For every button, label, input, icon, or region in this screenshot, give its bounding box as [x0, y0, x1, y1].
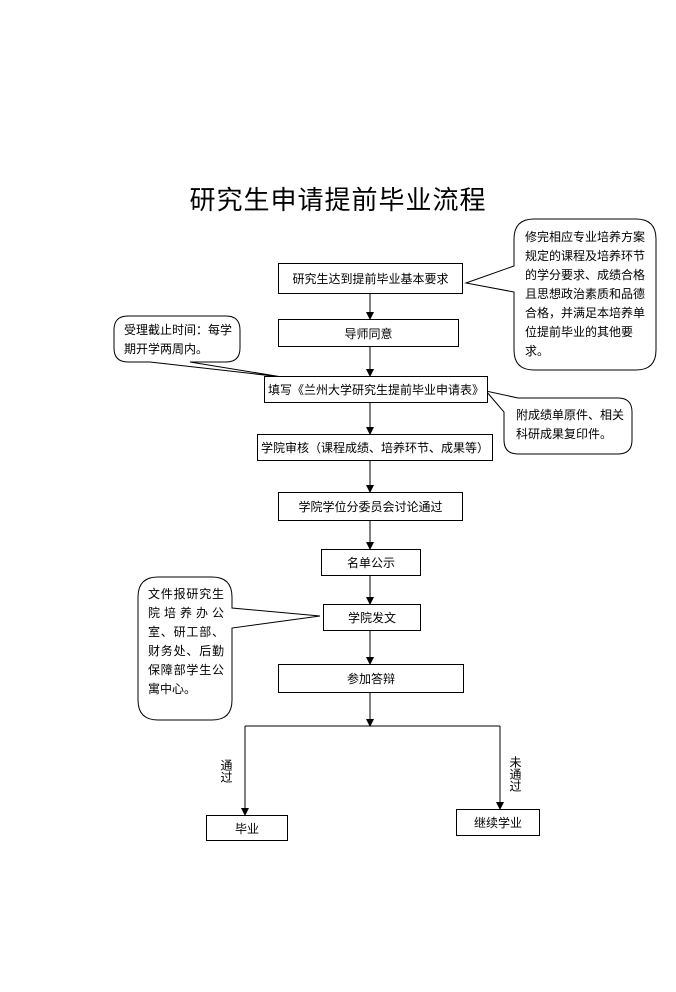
callout-reporting — [137, 576, 321, 721]
branch-label-pass: 通过 — [219, 759, 233, 783]
branch-label-fail: 未通过 — [508, 756, 522, 792]
step-continue-study: 继续学业 — [456, 809, 540, 836]
step-defense: 参加答辩 — [278, 664, 464, 693]
callout-attachments — [484, 390, 633, 455]
callout-requirements — [464, 218, 657, 371]
step-list-publicity: 名单公示 — [321, 549, 421, 576]
step-college-review: 学院审核（课程成绩、培养环节、成果等） — [257, 434, 493, 461]
note-attachments: 附成绩单原件、相关科研成果复印件。 — [516, 408, 625, 441]
step-basic-requirements: 研究生达到提前毕业基本要求 — [278, 263, 463, 294]
step-committee-approval: 学院学位分委员会讨论通过 — [278, 492, 463, 521]
note-deadline: 受理截止时间：每学期开学两周内。 — [124, 323, 233, 356]
page-title: 研究生申请提前毕业流程 — [189, 186, 487, 216]
step-advisor-approval: 导师同意 — [278, 319, 459, 347]
step-graduate: 毕业 — [206, 815, 288, 841]
callout-deadline — [113, 315, 283, 378]
step-fill-application-form: 填写《兰州大学研究生提前毕业申请表》 — [264, 376, 488, 403]
note-requirements: 修完相应专业培养方案规定的课程及培养环节的学分要求、成绩合格且思想政治素质和品德… — [525, 230, 646, 358]
note-reporting: 文件报研究生院培养办公室、研工部、财务处、后勤保障部学生公寓中心。 — [148, 587, 224, 696]
step-college-document: 学院发文 — [323, 604, 421, 631]
